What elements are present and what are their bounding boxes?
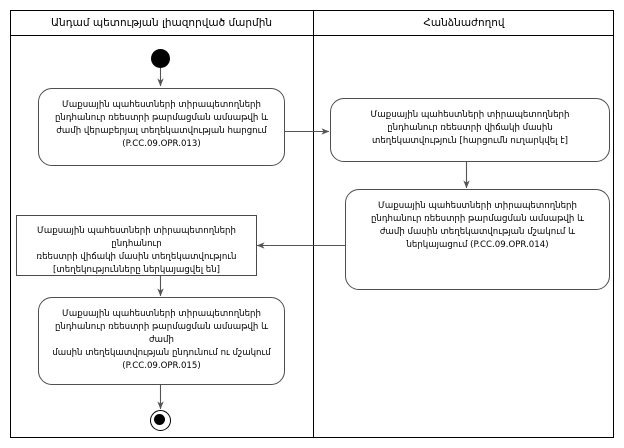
object-node-info-provided-label: Մաքսային պահեստների տիրապետողների ընդհան… — [36, 226, 237, 275]
final-node[interactable] — [150, 410, 171, 431]
action-node-opr-014[interactable]: Մաքսային պահեստների տիրապետողների ընդհան… — [345, 189, 610, 290]
swimlane-header-commission: Հանձնաժողով — [423, 17, 505, 29]
action-node-opr-015[interactable]: Մաքսային պահեստների տիրապետողների ընդհան… — [38, 297, 285, 385]
object-node-request-sent[interactable]: Մաքսային պահեստների տիրապետողների ընդհան… — [330, 98, 610, 162]
swimlane-header-rule — [10, 35, 614, 36]
action-node-opr-013[interactable]: Մաքսային պահեստների տիրապետողների ընդհան… — [38, 88, 285, 166]
object-node-request-sent-label: Մաքսային պահեստների տիրապետողների ընդհան… — [370, 110, 570, 146]
swimlane-divider — [313, 10, 314, 438]
action-node-opr-015-label: Մաքսային պահեստների տիրապետողների ընդհան… — [52, 309, 271, 371]
object-node-info-provided[interactable]: Մաքսային պահեստների տիրապետողների ընդհան… — [16, 215, 257, 276]
initial-node[interactable] — [151, 49, 170, 68]
action-node-opr-014-label: Մաքսային պահեստների տիրապետողների ընդհան… — [370, 201, 585, 250]
swimlane-header-member-state-authority: Անդամ պետության լիազորված մարմին — [51, 17, 272, 29]
action-node-opr-013-label: Մաքսային պահեստների տիրապետողների ընդհան… — [54, 100, 269, 149]
